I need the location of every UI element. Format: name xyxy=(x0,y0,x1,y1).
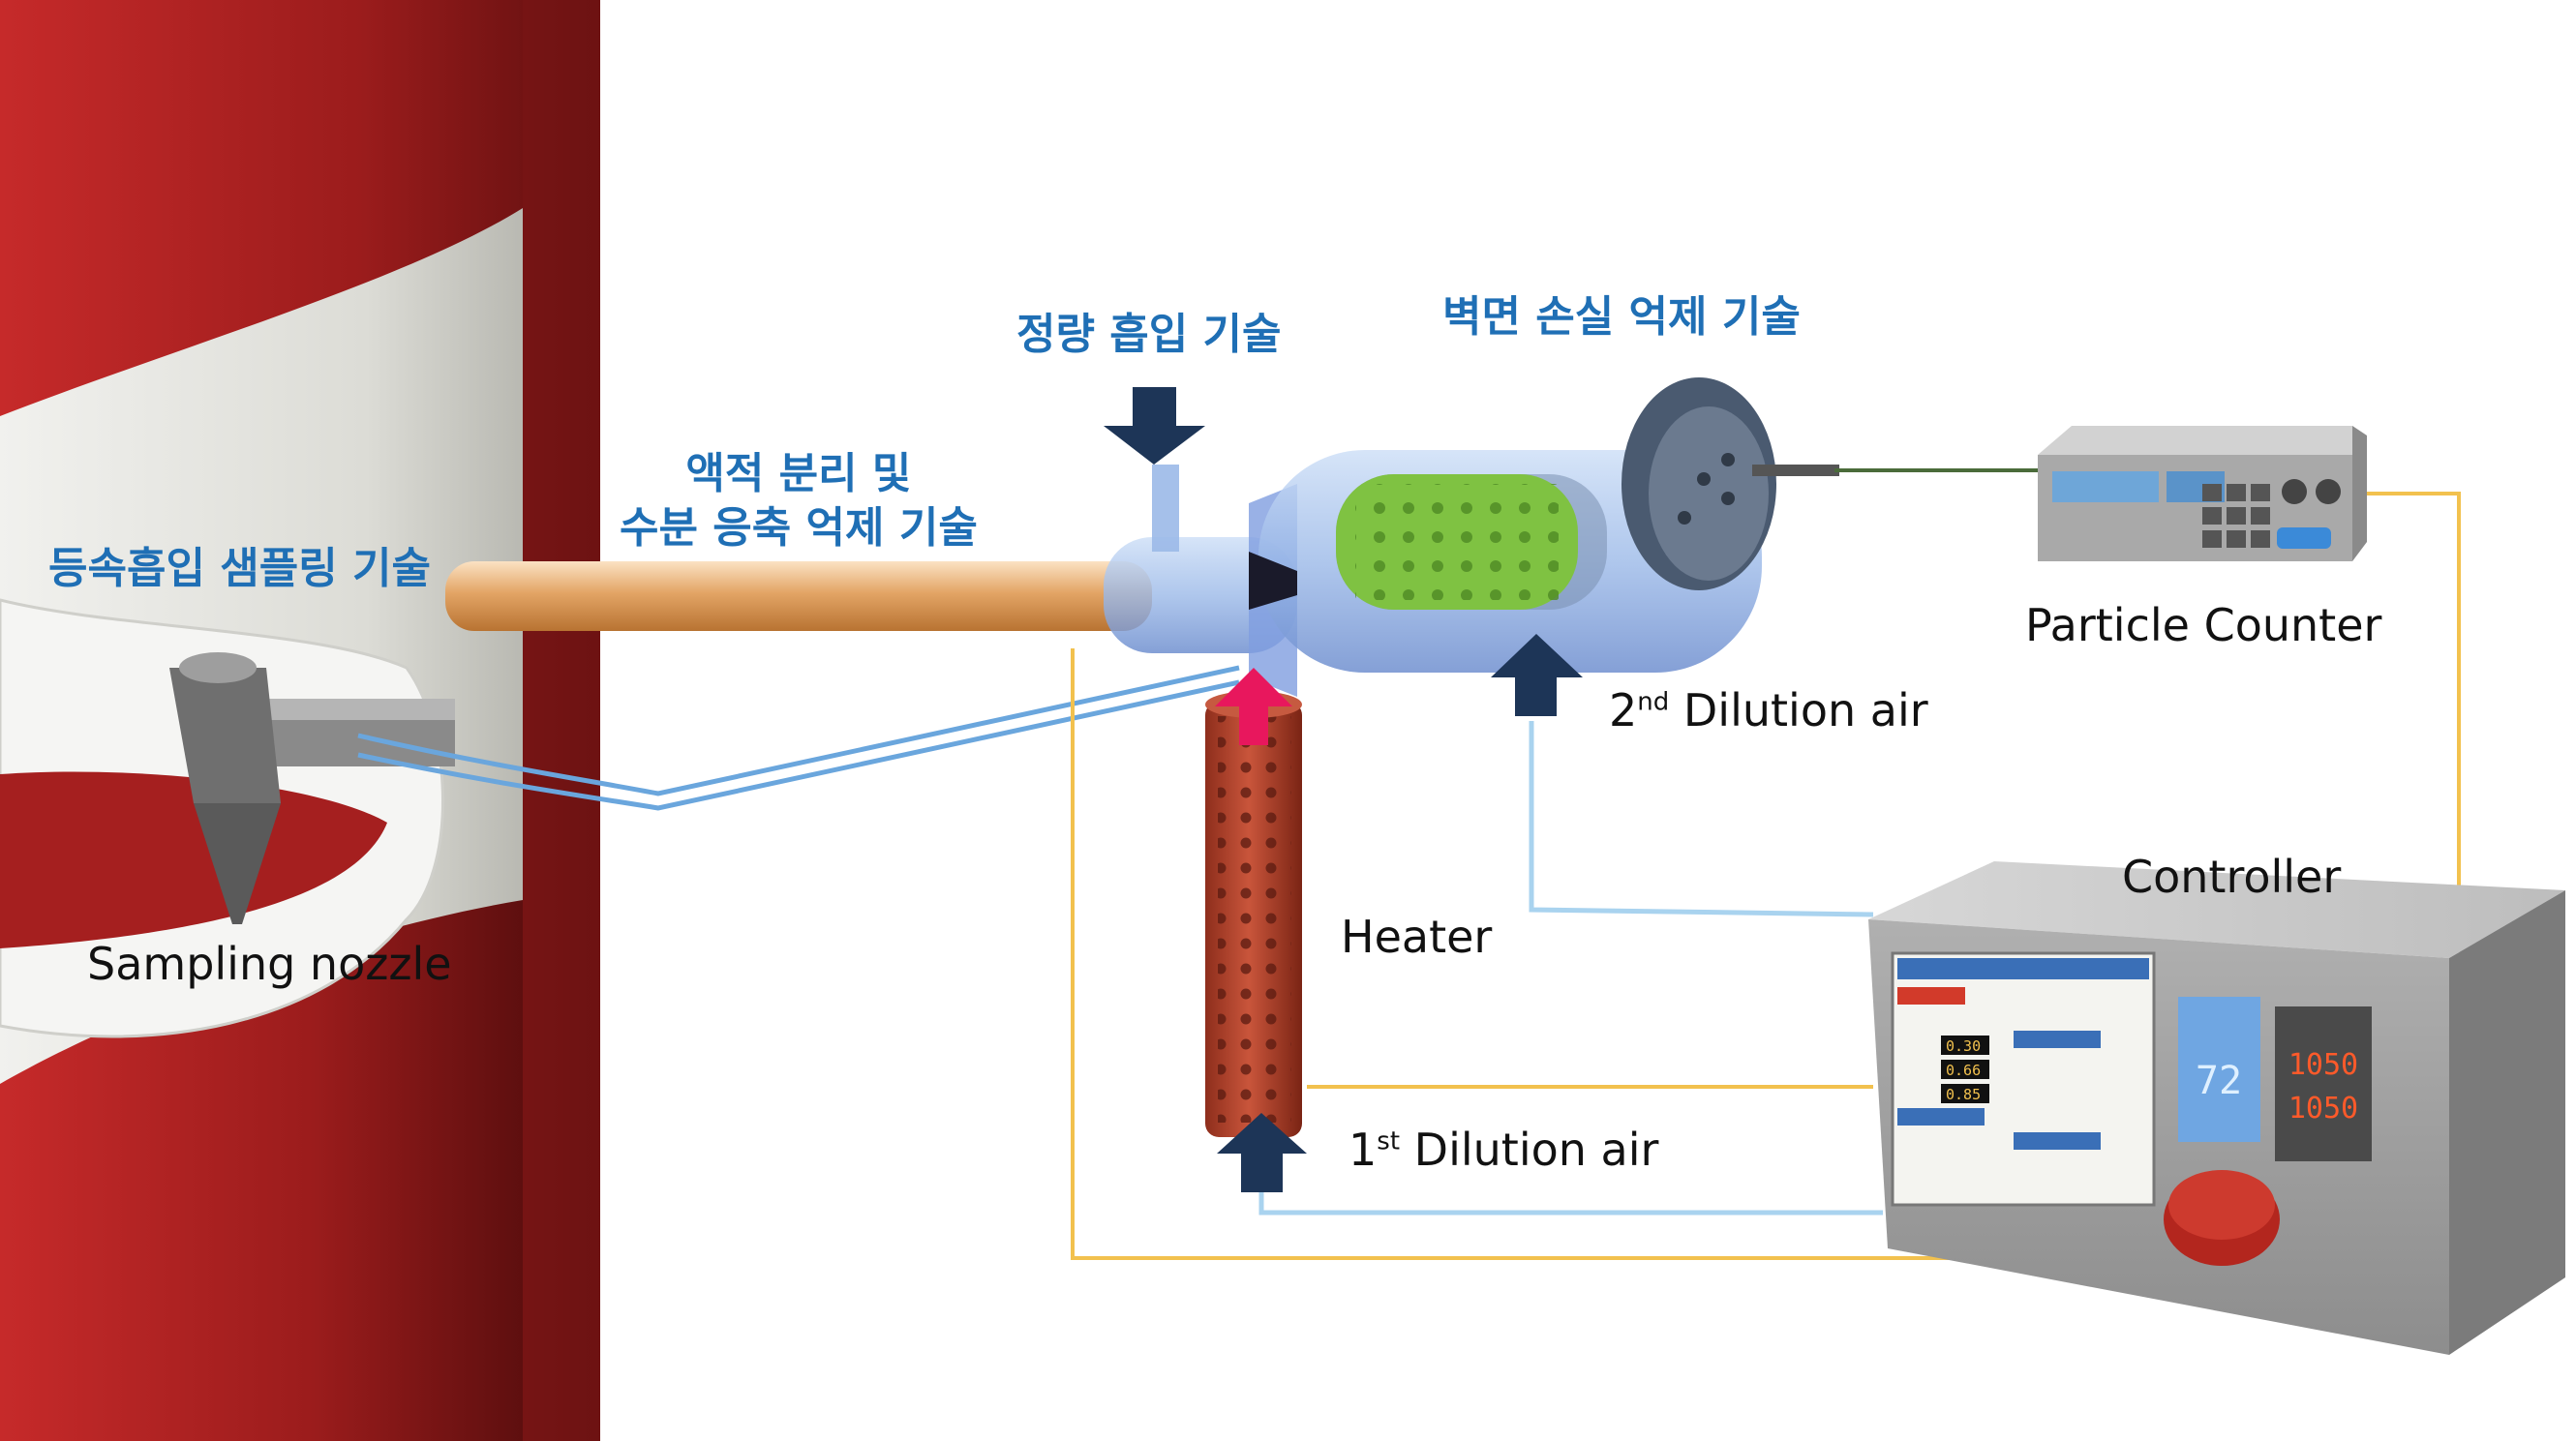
meter-value-3: 0.85 xyxy=(1946,1086,1981,1103)
sv-display: 1050 xyxy=(2288,1092,2358,1126)
particle-counter-device xyxy=(2038,426,2367,561)
first-dilution-number: 1 xyxy=(1349,1124,1378,1176)
first-dilution-ordinal: st xyxy=(1377,1126,1401,1156)
constant-flow-arrow xyxy=(1104,387,1205,465)
second-dilution-text: Dilution air xyxy=(1669,684,1928,736)
heater-tube xyxy=(1205,691,1302,1137)
second-dilution-ordinal: nd xyxy=(1637,687,1670,717)
pv-display: 1050 xyxy=(2288,1048,2358,1082)
sampling-nozzle xyxy=(169,652,455,924)
air-lines xyxy=(1258,721,1883,1216)
label-controller: Controller xyxy=(2122,851,2342,903)
label-droplet-separation: 액적 분리 및 수분 응축 억제 기술 xyxy=(620,447,978,555)
second-dilution-arrow xyxy=(1491,634,1583,716)
label-heater: Heater xyxy=(1341,911,1493,963)
meter-value-2: 0.66 xyxy=(1946,1062,1981,1079)
first-dilution-arrow xyxy=(1217,1113,1307,1192)
signal-lines xyxy=(1071,492,2461,1260)
heater-flow-arrow xyxy=(1215,668,1292,745)
controller-meter-values: 0.30 0.66 0.85 xyxy=(1941,1036,1989,1103)
label-droplet-separation-line2: 수분 응축 억제 기술 xyxy=(620,503,978,553)
label-isokinetic-sampling: 등속흡입 샘플링 기술 xyxy=(48,544,431,593)
label-wall-loss: 벽면 손실 억제 기술 xyxy=(1442,292,1801,342)
controller-device xyxy=(1868,861,2565,1355)
panel-temperature: 72 xyxy=(2196,1059,2242,1103)
first-dilution-text: Dilution air xyxy=(1400,1124,1659,1176)
label-particle-counter: Particle Counter xyxy=(2025,599,2382,651)
meter-value-1: 0.30 xyxy=(1946,1037,1981,1055)
label-second-dilution-air: 2nd Dilution air xyxy=(1609,683,1928,737)
dilution-chamber xyxy=(1104,377,1839,706)
second-dilution-number: 2 xyxy=(1609,684,1638,736)
cooling-lines xyxy=(357,665,1240,796)
label-droplet-separation-line1: 액적 분리 및 xyxy=(685,449,912,498)
label-first-dilution-air: 1st Dilution air xyxy=(1349,1123,1658,1177)
sampling-probe-tube xyxy=(445,561,1152,631)
label-sampling-nozzle: Sampling nozzle xyxy=(87,938,452,990)
label-constant-flow: 정량 흡입 기술 xyxy=(1016,310,1282,359)
